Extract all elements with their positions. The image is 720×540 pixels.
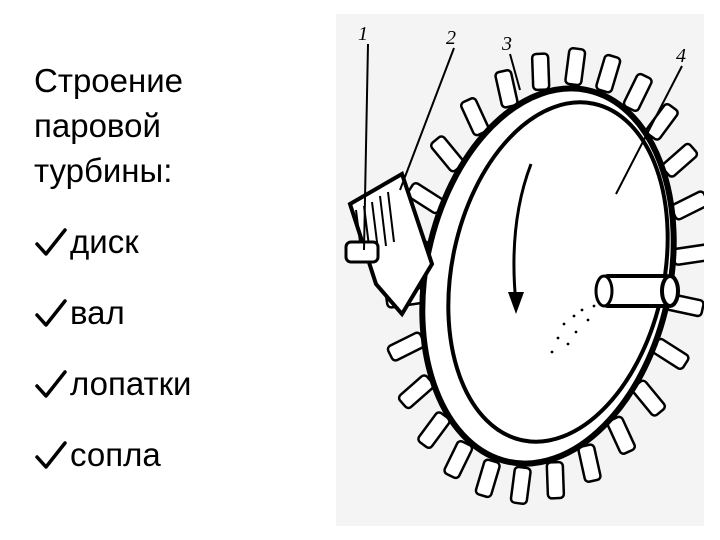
bullet-list: диск вал лопатки сопла [34, 222, 191, 506]
shaft [594, 274, 680, 308]
title-line: паровой [34, 107, 161, 144]
part-label: 3 [501, 33, 512, 55]
bullet-text: сопла [70, 436, 161, 473]
bullet-text: лопатки [70, 365, 192, 402]
bullet-item: лопатки [34, 364, 191, 404]
steam-spray [550, 304, 596, 354]
title-line: турбины: [34, 152, 173, 189]
bullet-text: диск [70, 223, 139, 260]
blade [443, 439, 474, 480]
blade [509, 465, 532, 506]
bullet-item: диск [34, 222, 191, 262]
bullet-item: сопла [34, 435, 191, 475]
slide-title: Строение паровой турбины: [34, 58, 183, 193]
blade [564, 46, 587, 87]
rotation-arrow [512, 163, 533, 305]
blade [417, 411, 451, 450]
leader-lines [363, 43, 683, 251]
blade [474, 458, 501, 499]
rotation-arrow-head [508, 292, 524, 314]
title-line: Строение [34, 62, 184, 99]
turbine-diagram: 1 2 3 4 [336, 14, 704, 526]
checkmark-icon [35, 441, 67, 469]
blade [622, 72, 653, 113]
blade [545, 460, 566, 500]
bullet-item: вал [34, 293, 191, 333]
checkmark-icon [35, 299, 67, 327]
checkmark-icon [35, 228, 67, 256]
blade [530, 52, 551, 92]
blade [595, 53, 622, 94]
bullet-text: вал [70, 294, 125, 331]
part-label: 2 [446, 27, 456, 49]
blade [577, 443, 602, 483]
nozzle-block [344, 171, 435, 318]
blade [494, 69, 519, 109]
part-label: 1 [358, 23, 368, 45]
part-label: 4 [676, 45, 686, 67]
checkmark-icon [35, 370, 67, 398]
